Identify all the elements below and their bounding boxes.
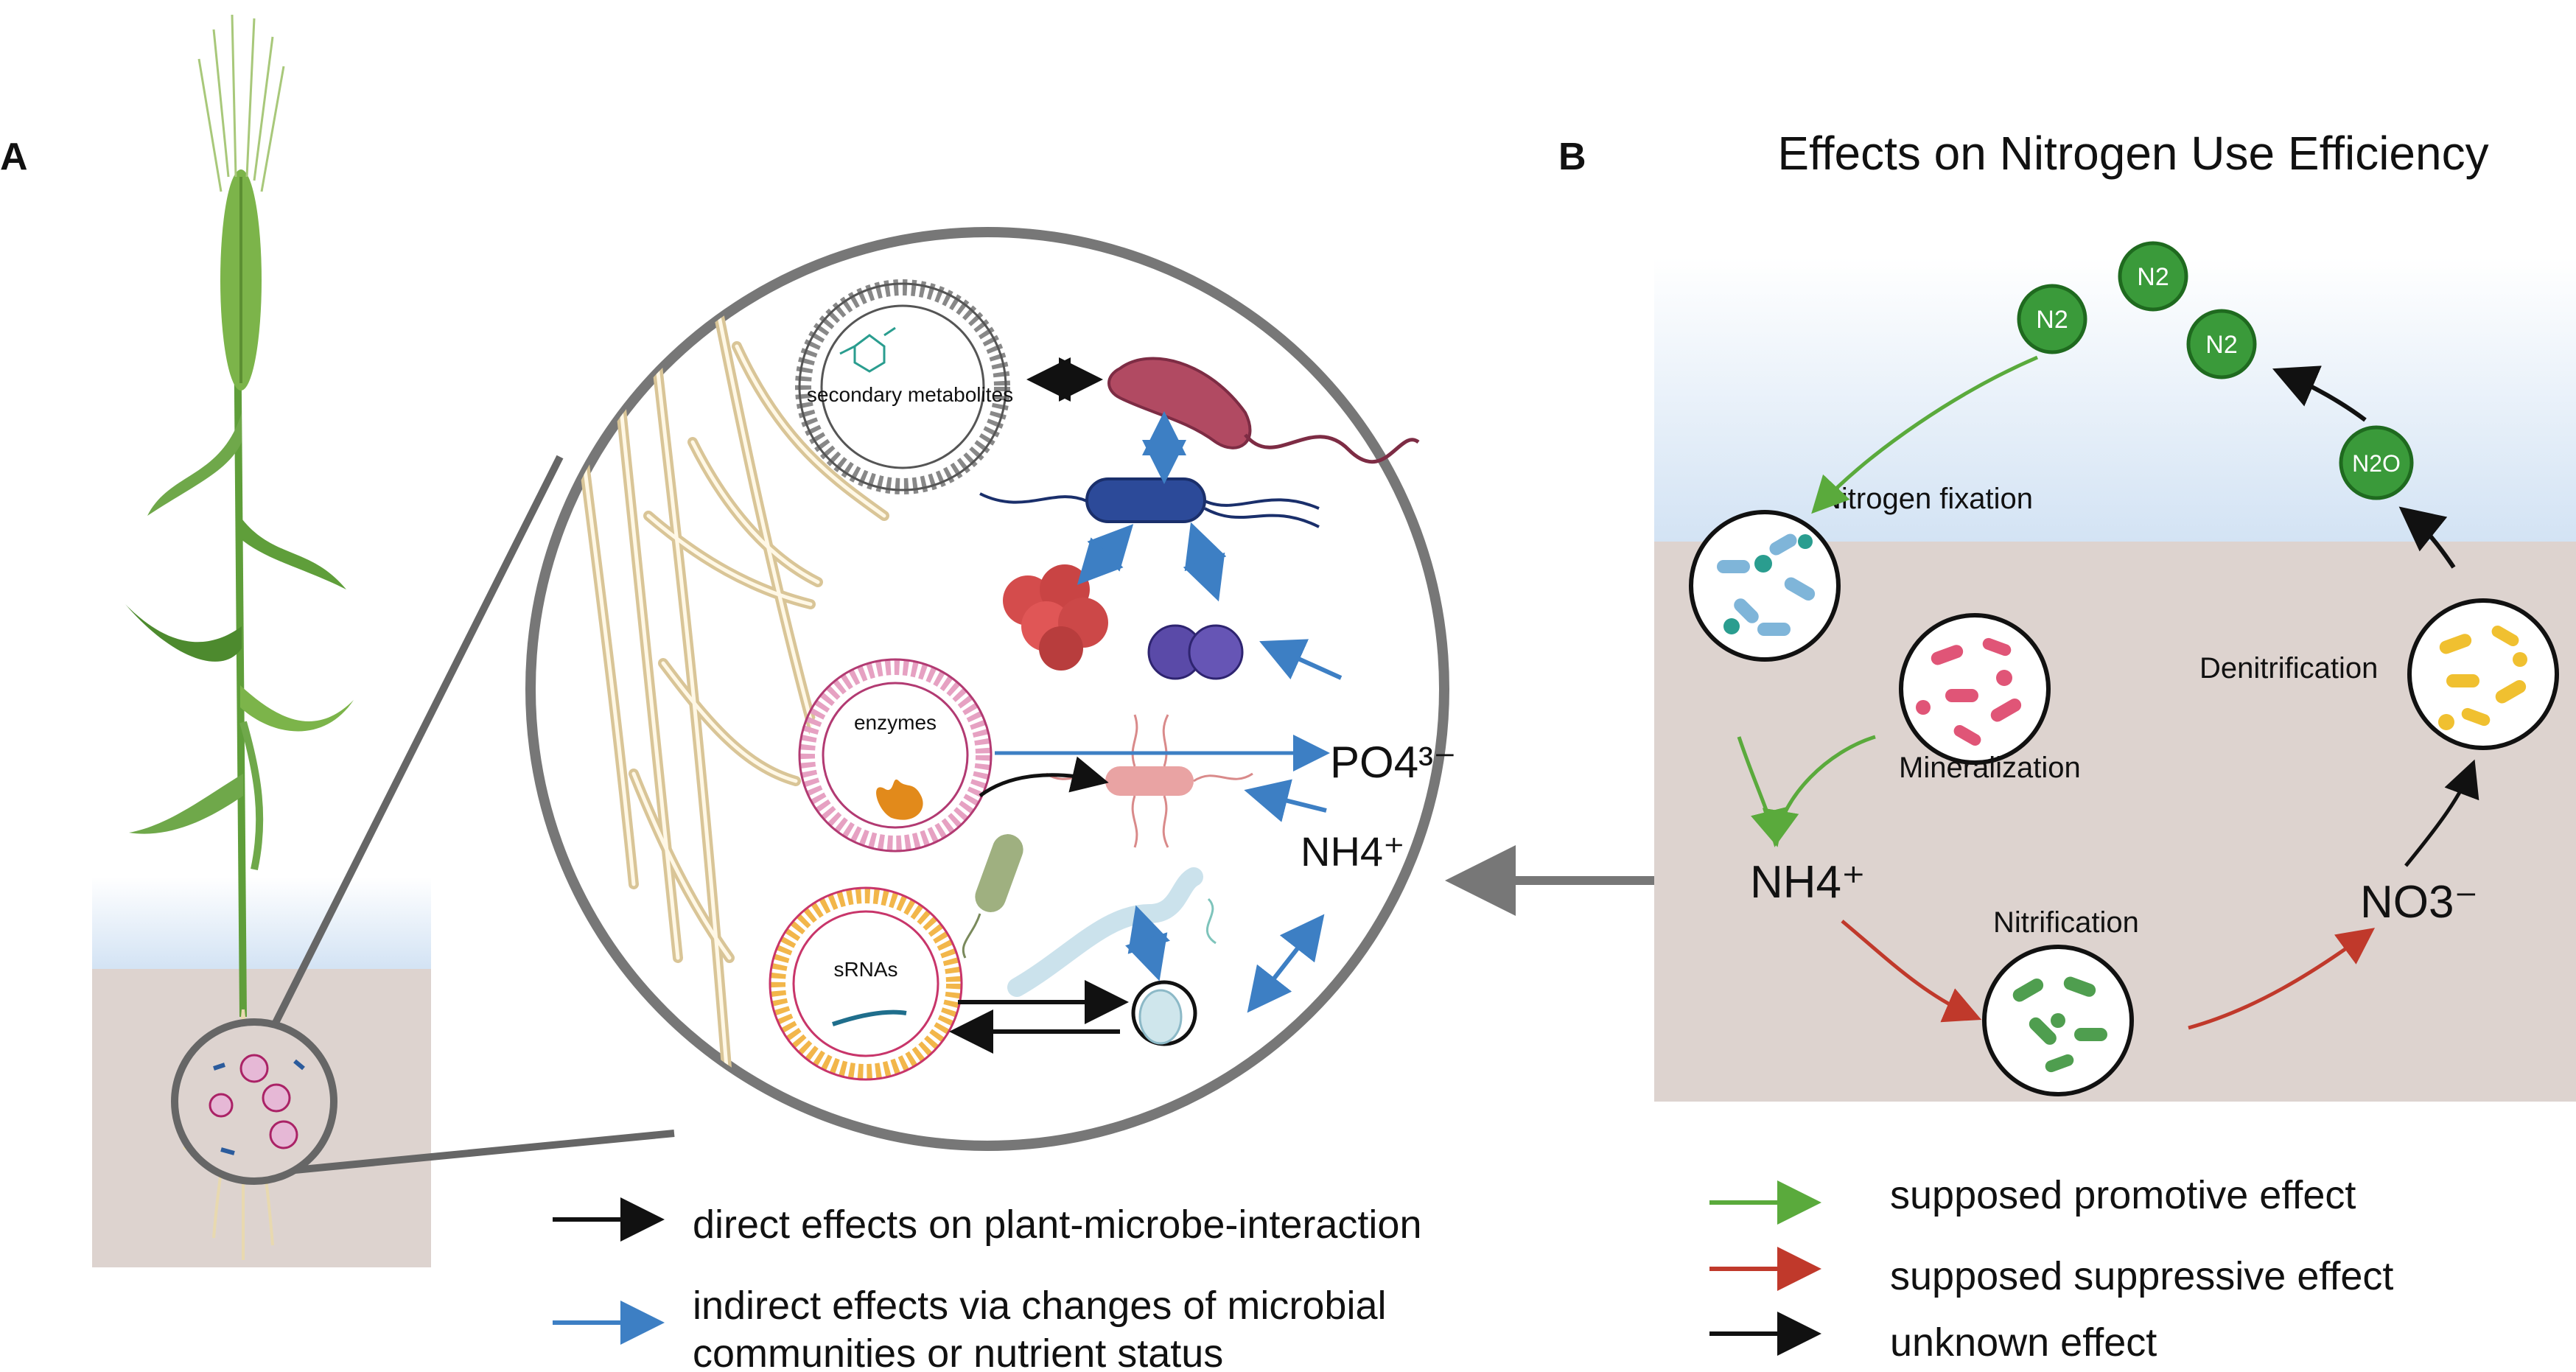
panel-b-title: Effects on Nitrogen Use Efficiency [1777, 127, 2488, 180]
label-mineralization: Mineralization [1899, 752, 2081, 784]
molecule-n2-2-label: N2 [2137, 263, 2169, 291]
legend-promotive-label: supposed promotive effect [1890, 1173, 2356, 1217]
legend-panel-b: supposed promotive effect supposed suppr… [1709, 1173, 2393, 1365]
arrow-n2o-to-n2 [2272, 365, 2367, 422]
microbe-red-bacterium [1107, 357, 1420, 463]
arrow-phosphate-to-diplococcus [1259, 639, 1343, 680]
arrow-n2-to-fixation [1811, 355, 2038, 514]
arrow-nitrification-to-nitrate [2188, 928, 2376, 1030]
srnas-label: sRNAs [833, 958, 897, 981]
legend-suppressive-label: supposed suppressive effect [1890, 1254, 2393, 1298]
molecule-n2-3-label: N2 [2205, 331, 2237, 359]
circle-nitrification-bacteria [1982, 945, 2134, 1096]
legend-direct-label: direct effects on plant-microbe-interact… [693, 1203, 1421, 1247]
legend-panel-a: direct effects on plant-microbe-interact… [553, 1197, 1421, 1372]
arrow-to-pink-bacterium [1244, 779, 1327, 822]
zoom-circle: secondary metabolites enzymes sRNAs [525, 227, 1457, 1151]
sky-gradient-a [92, 877, 431, 969]
vesicle-enzymes: enzymes [798, 658, 993, 853]
label-nitrification: Nitrification [1993, 906, 2139, 939]
nitrogen-cycle: N2 N2 N2 N2O [1654, 241, 2576, 1102]
arrow-faded-to-cell [1125, 905, 1170, 981]
enzymes-label: enzymes [854, 711, 937, 734]
species-ammonium: NH4⁺ [1750, 857, 1866, 908]
arrow-mineralization-to-ammonium [1762, 735, 1876, 847]
arrow-bacteria-blue-3 [1183, 522, 1227, 602]
circle-nitrogen-fixation-bacteria [1689, 510, 1841, 662]
arrow-nitrate-to-denitrification [2404, 759, 2479, 867]
microbe-purple-diplococcus [1147, 624, 1244, 680]
legend-indirect-label-2: communities or nutrient status [693, 1331, 1223, 1372]
arrow-enzymes-to-pink [979, 756, 1109, 798]
molecule-n2-1: N2 [2017, 284, 2087, 354]
legend-indirect-label-1: indirect effects via changes of microbia… [693, 1284, 1386, 1328]
secondary-metabolites-label: secondary metabolites [807, 383, 1013, 406]
microbe-cell-target [1131, 980, 1197, 1046]
vesicle-secondary-metabolites: secondary metabolites [795, 279, 1013, 494]
circle-mineralization-bacteria [1899, 613, 2051, 765]
legend-unknown-label: unknown effect [1890, 1320, 2157, 1365]
circle-denitrification-bacteria [2407, 598, 2559, 750]
arrow-ammonium-zoom [1247, 914, 1325, 1013]
molecule-n2-2: N2 [2118, 241, 2188, 312]
vesicle-srnas: sRNAs [769, 886, 963, 1081]
ion-ammonium-zoom: NH4⁺ [1301, 828, 1405, 875]
label-denitrification: Denitrification [2199, 652, 2378, 685]
panel-b-label: B [1558, 136, 1586, 178]
microbe-red-cluster [1003, 564, 1108, 671]
label-nitrogen-fixation: Nitrogen fixation [1820, 483, 2033, 515]
arrow-ammonium-to-nitrification [1841, 920, 1982, 1023]
molecule-n2o-label: N2O [2352, 450, 2401, 477]
arrow-denitrification-to-n2o [2398, 506, 2456, 569]
ion-phosphate: PO4³⁻ [1330, 738, 1457, 787]
molecule-n2o: N2O [2339, 425, 2414, 500]
plant-illustration [92, 14, 675, 1267]
microbe-pink-flagellated [1046, 714, 1253, 848]
species-nitrate: NO3⁻ [2360, 877, 2478, 928]
arrow-bacteria-blue-2 [1077, 524, 1134, 585]
panel-a-label: A [0, 136, 28, 178]
sky-gradient-b [1654, 258, 2576, 542]
molecule-n2-3: N2 [2186, 309, 2257, 379]
microbe-green-rod [962, 834, 1023, 959]
molecule-n2-1-label: N2 [2036, 306, 2068, 334]
magnifier-small [171, 1018, 337, 1185]
